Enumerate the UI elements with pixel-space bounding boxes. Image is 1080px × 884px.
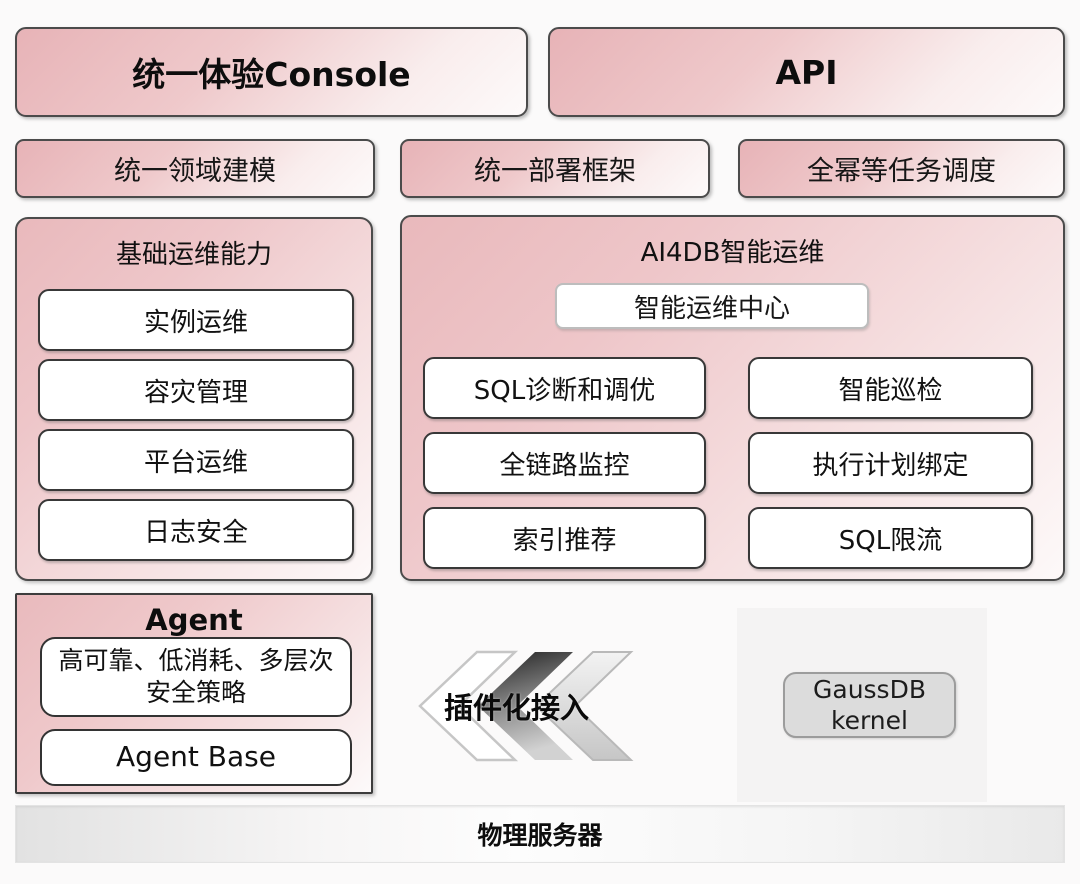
ops-center-box: 智能运维中心	[555, 283, 869, 329]
ai4db-cell-plan-binding: 执行计划绑定	[748, 432, 1033, 494]
agent-title: Agent	[145, 603, 243, 637]
deployment-framework-box: 统一部署框架	[400, 139, 710, 198]
task-scheduling-box: 全幂等任务调度	[738, 139, 1065, 198]
ai4db-cell-full-link-monitoring: 全链路监控	[423, 432, 706, 494]
ai4db-title: AI4DB智能运维	[640, 238, 825, 268]
api-box: API	[548, 27, 1065, 117]
base-ops-item-platform: 平台运维	[38, 429, 354, 491]
plugin-access-label: 插件化接入	[444, 691, 590, 725]
base-ops-panel: 基础运维能力 实例运维 容灾管理 平台运维 日志安全	[15, 217, 373, 581]
ai4db-panel: AI4DB智能运维 智能运维中心 SQL诊断和调优 智能巡检 全链路监控 执行计…	[400, 215, 1065, 581]
base-ops-item-log-security: 日志安全	[38, 499, 354, 561]
plugin-access-group: 插件化接入	[418, 650, 650, 762]
triple-chevron-left-icon	[418, 650, 634, 762]
kernel-panel: GaussDB kernel	[737, 608, 987, 802]
base-ops-title: 基础运维能力	[115, 240, 272, 270]
physical-server-bar: 物理服务器	[15, 805, 1065, 863]
ai4db-cell-sql-throttling: SQL限流	[748, 507, 1033, 569]
kernel-line1: GaussDB	[813, 674, 926, 704]
ai4db-cell-index-recommendation: 索引推荐	[423, 507, 706, 569]
base-ops-item-disaster-recovery: 容灾管理	[38, 359, 354, 421]
ai4db-cell-smart-inspection: 智能巡检	[748, 357, 1033, 419]
ai4db-cell-sql-diagnosis: SQL诊断和调优	[423, 357, 706, 419]
kernel-line2: kernel	[831, 706, 908, 735]
gaussdb-kernel-box: GaussDB kernel	[783, 672, 956, 738]
base-ops-item-instance: 实例运维	[38, 289, 354, 351]
agent-panel: Agent 高可靠、低消耗、多层次安全策略 Agent Base	[15, 593, 373, 794]
domain-modeling-box: 统一领域建模	[15, 139, 375, 198]
console-box: 统一体验Console	[15, 27, 528, 117]
agent-base-box: Agent Base	[40, 729, 352, 786]
agent-policy-box: 高可靠、低消耗、多层次安全策略	[40, 637, 352, 717]
